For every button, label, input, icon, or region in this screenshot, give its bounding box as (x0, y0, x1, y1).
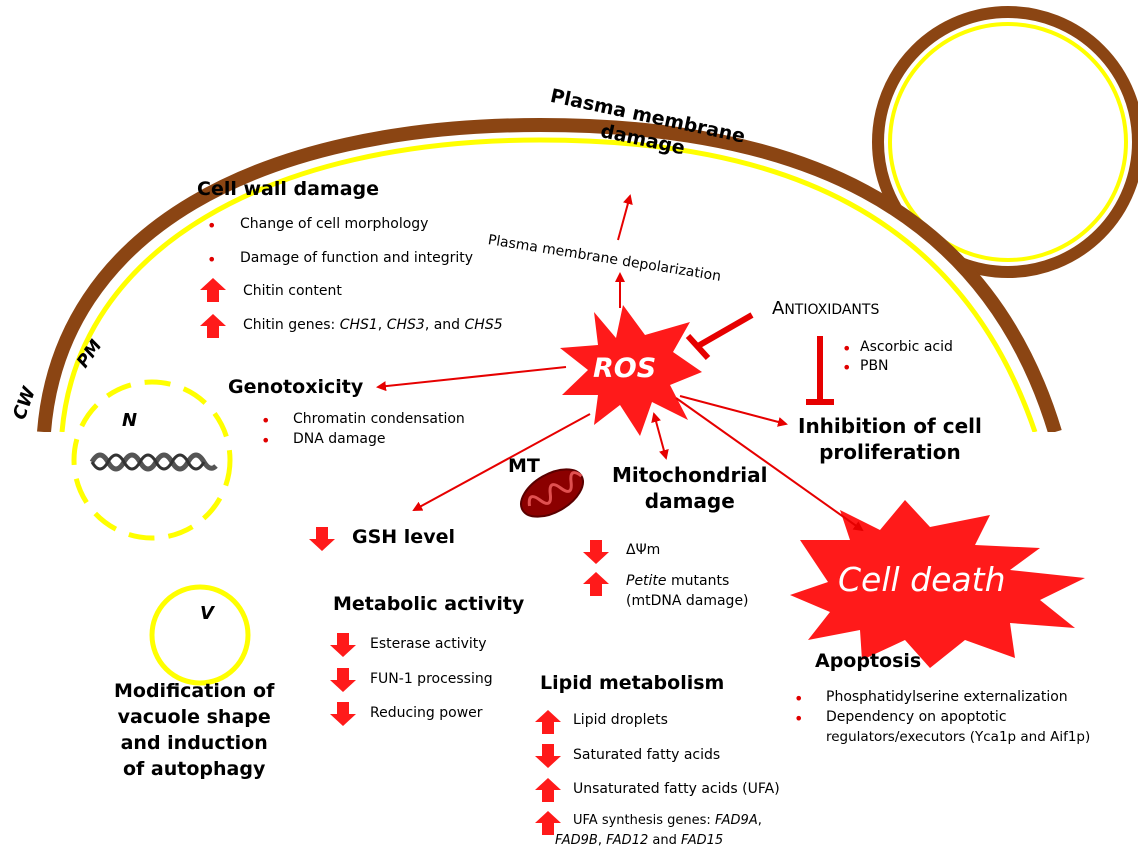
vacuole-line: of autophagy (114, 756, 274, 782)
down-arrow-icon (309, 527, 335, 551)
mt-label: MT (508, 455, 540, 477)
mito-mtdna: (mtDNA damage) (626, 593, 749, 609)
bullet: • (842, 360, 851, 376)
up-arrow-icon (200, 314, 226, 338)
mito-line2: damage (612, 488, 768, 514)
rest: NTIOXIDANTS (784, 302, 879, 318)
gene: CHS3 (387, 317, 425, 333)
ros-label: ROS (593, 353, 656, 384)
lipid-item: Saturated fatty acids (573, 747, 720, 763)
down-arrow-icon (330, 668, 356, 692)
sep: , (598, 833, 606, 848)
down-arrow-icon (583, 540, 609, 564)
lipid-item: Lipid droplets (573, 712, 668, 728)
cap: A (772, 298, 784, 319)
down-arrow-icon (535, 744, 561, 768)
antioxidants-title: ANTIOXIDANTS (772, 298, 879, 319)
bullet: • (261, 433, 270, 449)
down-arrow-icon (330, 633, 356, 657)
sep: , (758, 813, 762, 828)
metabolic-title: Metabolic activity (333, 593, 524, 615)
gene: CHS5 (465, 317, 503, 333)
vacuole-title: Modification of vacuole shape and induct… (114, 678, 274, 782)
up-arrow-icon (535, 778, 561, 802)
lipid-title: Lipid metabolism (540, 672, 724, 694)
cell-wall-item: Damage of function and integrity (240, 250, 473, 266)
apoptosis-item: Phosphatidylserine externalization (826, 689, 1068, 705)
ufa-genes: UFA synthesis genes: FAD9A, FAD9B, FAD12… (555, 811, 762, 851)
sep: , (378, 317, 387, 333)
up-arrow-icon (583, 572, 609, 596)
inhibition-line2: proliferation (798, 439, 982, 465)
cell-wall-item: Chitin content (243, 283, 342, 299)
bullet: • (261, 413, 270, 429)
down-arrow-icon (330, 702, 356, 726)
bullet: • (794, 691, 803, 707)
inhibition-title: Inhibition of cell proliferation (798, 413, 982, 465)
bullet: • (207, 252, 216, 268)
up-arrow-icon (200, 278, 226, 302)
gene: CHS1 (340, 317, 378, 333)
vacuole-label: V (200, 603, 214, 624)
gene: FAD9B (555, 833, 598, 848)
petite: Petite (626, 573, 667, 589)
apoptosis-title: Apoptosis (815, 650, 921, 672)
cell-wall-item: Change of cell morphology (240, 216, 428, 232)
up-arrow-icon (535, 710, 561, 734)
gene: FAD9A (715, 813, 758, 828)
nucleus-label: N (122, 410, 137, 431)
sep: , and (425, 317, 465, 333)
inhibition-line1: Inhibition of cell (798, 413, 982, 439)
gene: FAD12 (606, 833, 648, 848)
ufa-prefix: UFA synthesis genes: (573, 813, 715, 828)
chitin-prefix: Chitin genes: (243, 317, 340, 333)
vacuole-line: Modification of (114, 678, 274, 704)
bullet: • (842, 341, 851, 357)
mito-psi: ΔΨm (626, 542, 660, 558)
chitin-genes: Chitin genes: CHS1, CHS3, and CHS5 (243, 317, 503, 333)
gsh-title: GSH level (352, 526, 455, 548)
vacuole-line: vacuole shape (114, 704, 274, 730)
cell-death-label: Cell death (838, 560, 1006, 599)
cell-wall-title: Cell wall damage (197, 178, 379, 200)
genotoxicity-item: DNA damage (293, 431, 385, 447)
mito-petite: Petite mutants (626, 573, 729, 589)
antioxidant-item: Ascorbic acid (860, 339, 953, 355)
gene: FAD15 (681, 833, 723, 848)
antioxidant-item: PBN (860, 358, 889, 374)
mito-title: Mitochondrial damage (612, 462, 768, 514)
genotoxicity-title: Genotoxicity (228, 376, 363, 398)
apoptosis-item-cont: regulators/executors (Yca1p and Aif1p) (826, 729, 1090, 745)
petite-rest: mutants (667, 573, 730, 589)
apoptosis-item: Dependency on apoptotic (826, 709, 1007, 725)
vacuole-line: and induction (114, 730, 274, 756)
sep: and (648, 833, 681, 848)
bullet: • (207, 218, 216, 234)
genotoxicity-item: Chromatin condensation (293, 411, 465, 427)
mito-line1: Mitochondrial (612, 462, 768, 488)
metabolic-item: Reducing power (370, 705, 483, 721)
lipid-item: Unsaturated fatty acids (UFA) (573, 781, 780, 797)
metabolic-item: Esterase activity (370, 636, 487, 652)
bullet: • (794, 711, 803, 727)
metabolic-item: FUN-1 processing (370, 671, 493, 687)
